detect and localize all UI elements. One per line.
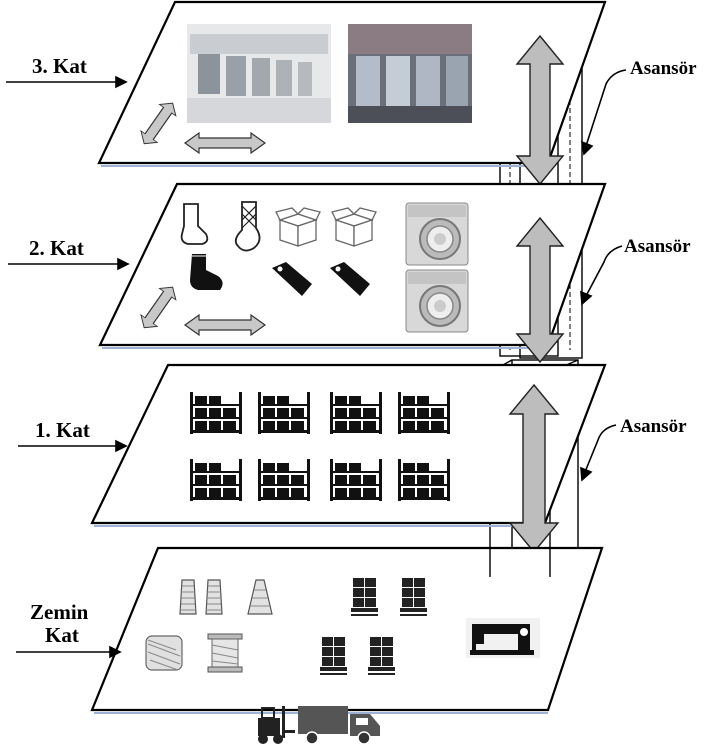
elevator-label-floor-1: Asansör [620,416,687,438]
floor-3-label: 3. Kat [32,54,87,78]
box-icon [332,208,376,246]
floor-0-label-line2: Kat [45,623,79,647]
elevator-label-floor-3: Asansör [630,58,697,80]
floor-1-label: 1. Kat [35,418,90,442]
floor-0-label-line1: Zemin [30,600,88,624]
yarn-bobbin-icon [180,580,196,614]
knitting-machines-photo-left [187,24,331,123]
washing-machine-icon [406,203,468,265]
knitting-machines-photo-right [348,24,472,123]
elevator-label-floor-2: Asansör [624,236,691,258]
yarn-ball-icon [146,636,182,670]
sewing-machine-icon [466,618,540,658]
yarn-bobbin-icon [206,580,222,614]
floor-2-label: 2. Kat [29,236,84,260]
floor-2-plane [100,184,605,345]
delivery-truck-icon [298,706,380,744]
thread-spool-icon [208,634,242,672]
washing-machine-icon [406,270,468,332]
box-icon [276,208,320,246]
forklift-icon [258,706,295,744]
